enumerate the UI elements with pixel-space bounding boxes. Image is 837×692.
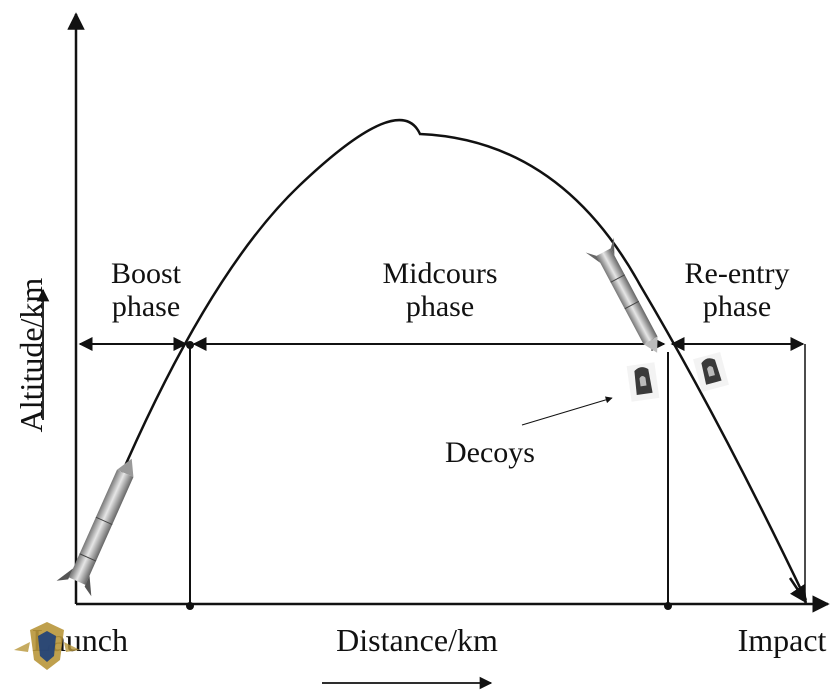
launch-missile-icon (56, 458, 134, 597)
boost-phase-label-line1: Boost (111, 257, 182, 290)
boost-junction-dot (186, 341, 194, 349)
trajectory-end-arrow (788, 577, 808, 604)
decoys-pointer (521, 396, 613, 426)
midcourse-end-dot (664, 602, 672, 610)
impact-label: Impact (738, 622, 827, 658)
boost-end-dot (186, 602, 194, 610)
arab-defense-forum-watermark (14, 622, 80, 670)
decoys-label: Decoys (445, 436, 535, 469)
reentry-phase-label-line1: Re-entry (685, 257, 790, 290)
decoy-2-icon (693, 351, 729, 393)
reentry-phase-label-line2: phase (703, 290, 771, 323)
x-axis-label: Distance/km (336, 622, 498, 658)
midcourse-phase-label-line2: phase (406, 290, 474, 323)
midcourse-missile-icon (585, 237, 658, 353)
boost-phase-label-line2: phase (112, 290, 180, 323)
midcourse-phase-label-line1: Midcours (383, 257, 498, 290)
decoy-1-icon (626, 362, 660, 402)
trajectory-curve (98, 118, 808, 601)
